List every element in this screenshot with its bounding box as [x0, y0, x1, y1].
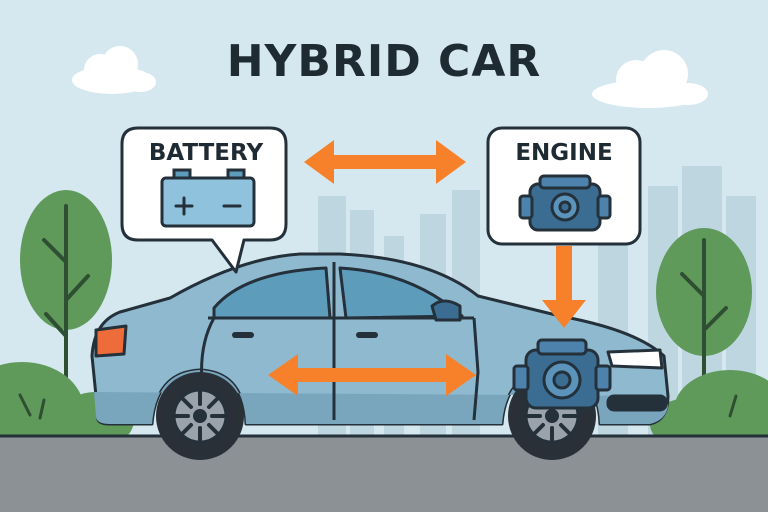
battery-label: BATTERY [148, 140, 264, 166]
car-headlight [606, 348, 664, 370]
engine-icon [518, 174, 612, 232]
tree-left-icon [20, 190, 112, 422]
rear-wheel [156, 372, 244, 460]
cloud-left-icon [72, 46, 156, 94]
page-title: HYBRID CAR [226, 36, 542, 87]
battery-icon [160, 168, 256, 228]
engine-callout [486, 126, 642, 246]
car-engine-icon [512, 338, 612, 410]
cloud-right-icon [592, 50, 708, 108]
car-power-double-arrow [268, 354, 476, 396]
engine-down-arrow [542, 246, 586, 328]
battery-callout [120, 126, 288, 274]
battery-engine-double-arrow [304, 140, 466, 184]
car-rear-window [212, 266, 332, 320]
engine-label: ENGINE [515, 140, 613, 166]
car-tail-light [94, 324, 128, 358]
road [0, 436, 768, 512]
